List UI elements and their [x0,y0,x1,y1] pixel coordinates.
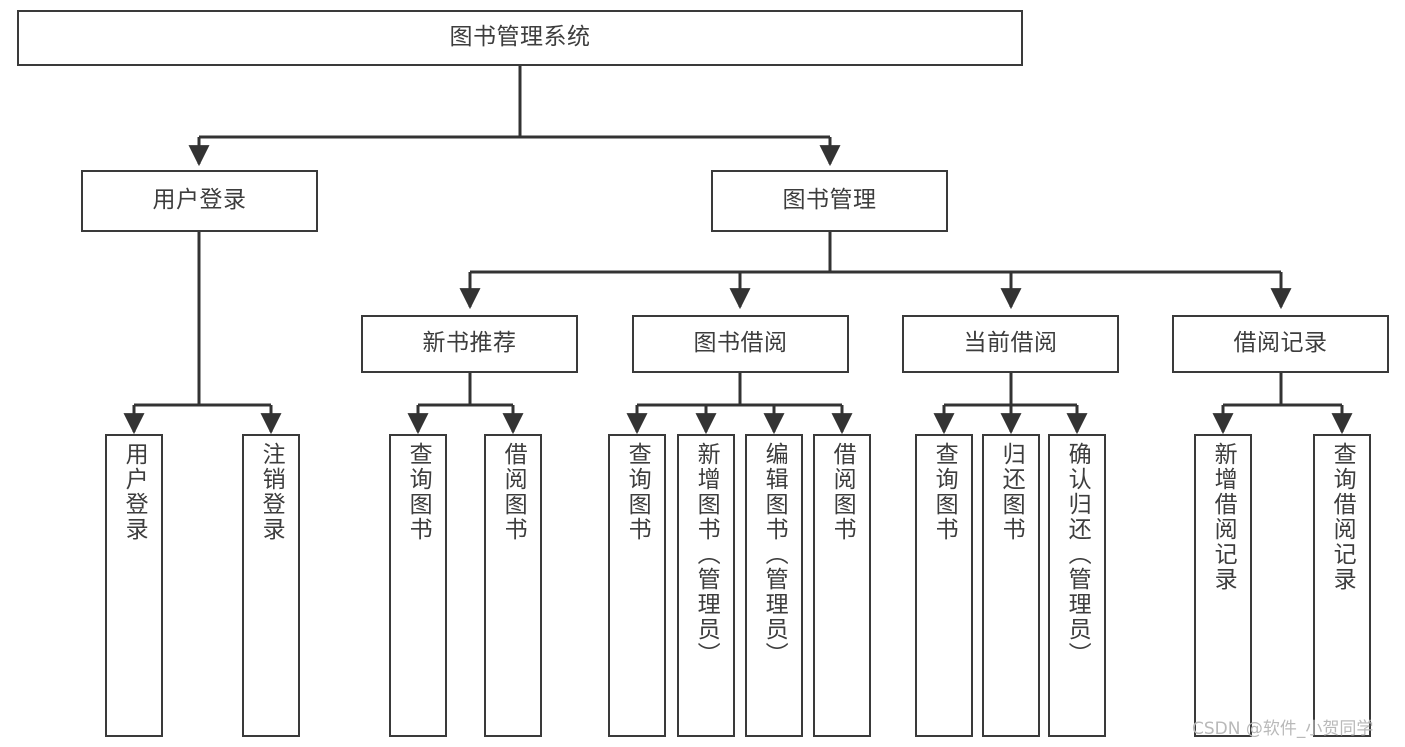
node-label: 编辑图书（管理员） [761,442,788,667]
leaf-borrow-borrow-book[interactable]: 借阅图书 [813,434,871,737]
leaf-user-login[interactable]: 用户登录 [105,434,163,737]
node-label: 注销登录 [258,442,285,542]
node-label: 借阅图书 [829,442,856,542]
csdn-watermark: CSDN @软件_小贺同学 [1192,719,1374,739]
leaf-record-query-record[interactable]: 查询借阅记录 [1313,434,1371,737]
node-book-management[interactable]: 图书管理 [711,170,948,232]
node-current-borrow[interactable]: 当前借阅 [902,315,1119,373]
node-label: 用户登录 [152,187,247,214]
node-label: 确认归还（管理员） [1064,442,1091,667]
leaf-recommend-query-book[interactable]: 查询图书 [389,434,447,737]
node-borrow-record[interactable]: 借阅记录 [1172,315,1389,373]
node-label: 查询借阅记录 [1329,442,1356,592]
leaf-borrow-add-book[interactable]: 新增图书（管理员） [677,434,735,737]
node-label: 归还图书 [998,442,1025,542]
node-label: 借阅记录 [1233,330,1328,357]
node-label: 当前借阅 [963,330,1058,357]
node-root-system[interactable]: 图书管理系统 [17,10,1023,66]
node-label: 借阅图书 [500,442,527,542]
leaf-current-return-book[interactable]: 归还图书 [982,434,1040,737]
node-label: 查询图书 [931,442,958,542]
leaf-borrow-edit-book[interactable]: 编辑图书（管理员） [745,434,803,737]
leaf-current-confirm-return[interactable]: 确认归还（管理员） [1048,434,1106,737]
leaf-recommend-borrow-book[interactable]: 借阅图书 [484,434,542,737]
node-label: 图书管理系统 [449,24,591,51]
node-label: 新书推荐 [422,330,517,357]
leaf-borrow-query-book[interactable]: 查询图书 [608,434,666,737]
node-user-login[interactable]: 用户登录 [81,170,318,232]
node-label: 图书借阅 [693,330,788,357]
node-label: 查询图书 [405,442,432,542]
leaf-current-query-book[interactable]: 查询图书 [915,434,973,737]
leaf-user-logout[interactable]: 注销登录 [242,434,300,737]
node-new-book-recommend[interactable]: 新书推荐 [361,315,578,373]
node-label: 图书管理 [782,187,877,214]
node-label: 查询图书 [624,442,651,542]
leaf-record-add-record[interactable]: 新增借阅记录 [1194,434,1252,737]
node-label: 新增借阅记录 [1210,442,1237,592]
node-book-borrow[interactable]: 图书借阅 [632,315,849,373]
node-label: 用户登录 [121,442,148,542]
node-label: 新增图书（管理员） [693,442,720,667]
